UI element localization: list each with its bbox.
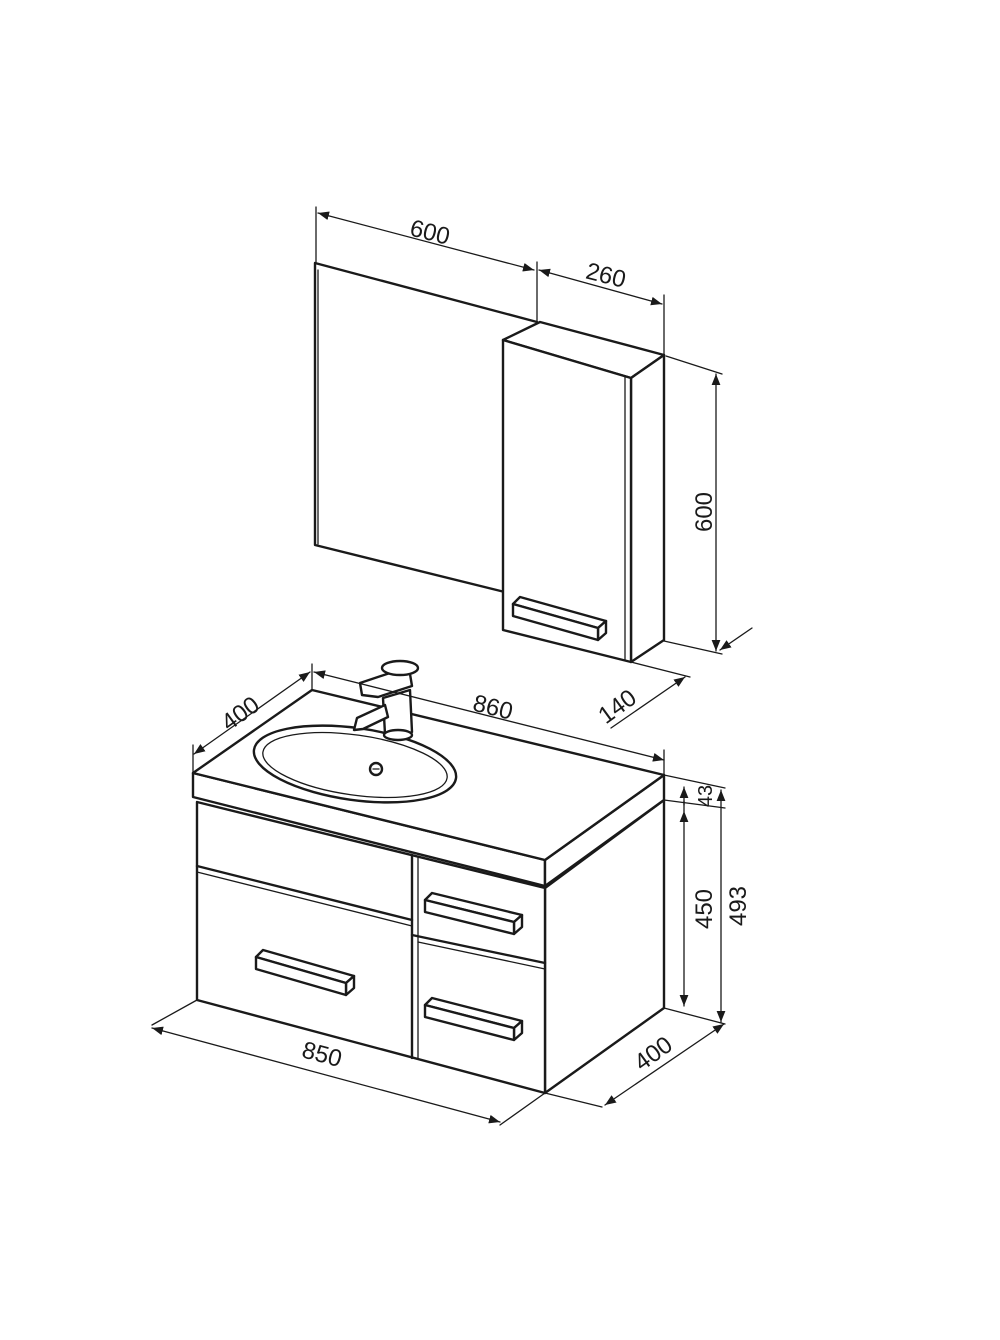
dim-cabinet-height: 600 [691,492,718,532]
dim-total-height: 493 [725,886,752,926]
dim-top-thickness: 43 [695,785,717,807]
vanity-unit [191,659,666,1095]
drawer-handle-upper [423,891,524,936]
dim-cabinet-depth: 140 [593,684,641,729]
dim-body-depth: 400 [629,1031,677,1076]
cabinet-handle [511,595,608,642]
dim-mirror-width: 600 [407,215,452,251]
dim-vanity-top-width: 860 [470,690,515,726]
dimension-lines [151,206,753,1126]
drawer-fronts [195,853,547,1060]
faucet [352,659,420,742]
dim-body-width: 850 [299,1037,345,1073]
dim-body-height: 450 [691,889,718,929]
drawer-handle-large [254,948,356,997]
wall-cabinet [501,320,666,664]
dim-cabinet-width: 260 [583,258,628,294]
